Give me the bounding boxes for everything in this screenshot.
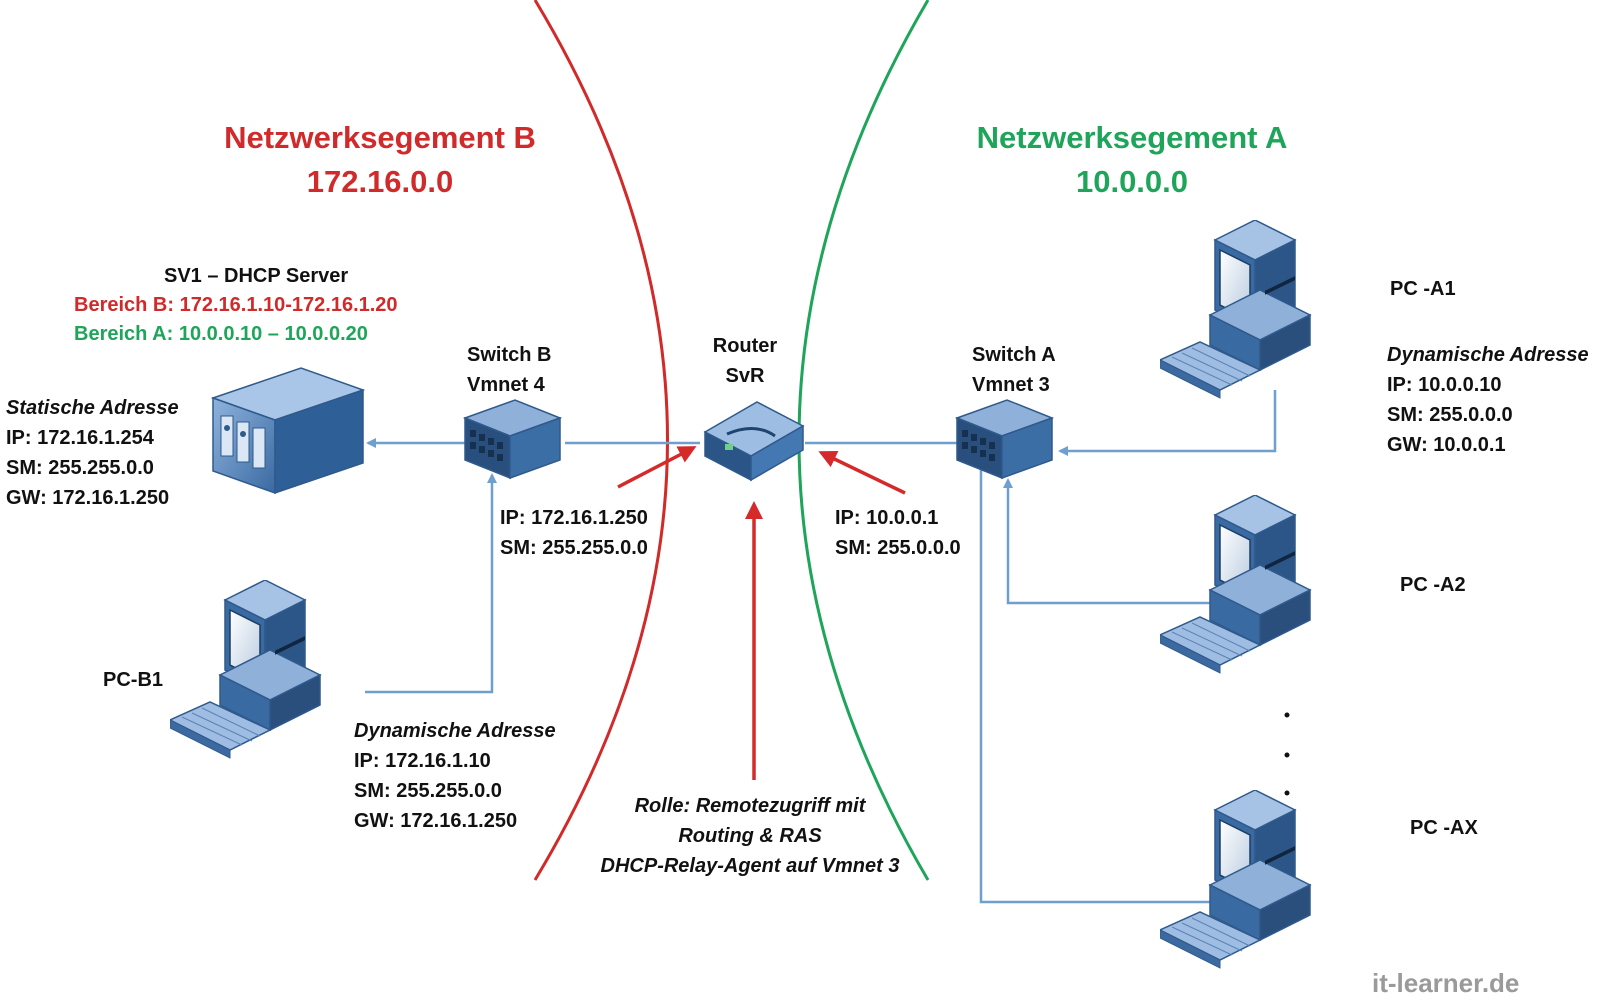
pc-a2-name: PC -A2 <box>1400 574 1466 596</box>
segment-a-network: 10.0.0.0 <box>1075 164 1189 199</box>
segment-b-network: 172.16.0.0 <box>306 164 454 199</box>
arrow-left-interface <box>617 446 697 489</box>
server-sm: SM: 255.255.0.0 <box>6 457 154 479</box>
pc-a1-icon <box>1160 220 1311 399</box>
pc-a2-icon <box>1160 495 1311 674</box>
router-host: SvR <box>725 365 765 387</box>
pc-a1-address-type: Dynamische Adresse <box>1387 344 1589 366</box>
router-right-ip: IP: 10.0.0.1 <box>835 507 939 529</box>
pc-ax-name: PC -AX <box>1410 817 1478 839</box>
pc-a1-ip: IP: 10.0.0.10 <box>1387 374 1502 396</box>
watermark: it-learner.de <box>1372 968 1520 998</box>
switch-a-vmnet: Vmnet 3 <box>972 374 1050 396</box>
pc-b1-gw: GW: 172.16.1.250 <box>354 810 518 832</box>
dhcp-server-name: SV1 – DHCP Server <box>164 265 349 287</box>
switch-b-name: Switch B <box>467 344 552 366</box>
router-left-ip: IP: 172.16.1.250 <box>500 507 648 529</box>
pc-b1-address-type: Dynamische Adresse <box>354 720 556 742</box>
router-left-sm: SM: 255.255.0.0 <box>500 537 648 559</box>
router-role-line1: Rolle: Remotezugriff mit <box>634 795 866 817</box>
segment-a-boundary <box>797 0 930 881</box>
pc-a1-sm: SM: 255.0.0.0 <box>1387 404 1513 426</box>
pc-a1-name: PC -A1 <box>1390 278 1456 300</box>
server-icon <box>210 367 366 495</box>
link-pcb1-switchb <box>365 473 497 694</box>
server-ip: IP: 172.16.1.254 <box>6 427 154 449</box>
server-gw: GW: 172.16.1.250 <box>6 487 170 509</box>
link-pca2-switcha <box>1003 478 1240 605</box>
segment-a-title: Netzwerksegement A <box>976 120 1288 155</box>
pc-b1-ip: IP: 172.16.1.10 <box>354 750 491 772</box>
network-links <box>365 390 1277 904</box>
link-pca1-switcha <box>1058 390 1277 456</box>
server-address-type: Statische Adresse <box>6 397 179 419</box>
switch-a-icon <box>954 399 1055 480</box>
router-right-sm: SM: 255.0.0.0 <box>835 537 961 559</box>
more-pcs-dots <box>1284 712 1290 796</box>
switch-a-name: Switch A <box>972 344 1056 366</box>
switch-b-icon <box>462 399 563 480</box>
router-role-line2: Routing & RAS <box>678 825 822 847</box>
link-pcax-switcha <box>976 456 1245 904</box>
segment-b-boundary <box>533 0 669 881</box>
arrow-right-interface <box>818 450 906 495</box>
segment-b-title: Netzwerksegement B <box>224 120 536 155</box>
router-icon <box>703 401 805 482</box>
dhcp-range-b: Bereich B: 172.16.1.10-172.16.1.20 <box>74 294 398 316</box>
pc-ax-icon <box>1160 790 1311 969</box>
router-name: Router <box>712 335 778 357</box>
red-arrows <box>617 446 906 780</box>
pc-b1-icon <box>170 580 321 759</box>
switch-b-vmnet: Vmnet 4 <box>467 374 545 396</box>
router-role-line3: DHCP-Relay-Agent auf Vmnet 3 <box>600 855 900 877</box>
pc-b1-sm: SM: 255.255.0.0 <box>354 780 502 802</box>
dhcp-range-a: Bereich A: 10.0.0.10 – 10.0.0.20 <box>74 323 368 345</box>
pc-a1-gw: GW: 10.0.0.1 <box>1387 434 1506 456</box>
pc-b1-name: PC-B1 <box>103 669 164 691</box>
